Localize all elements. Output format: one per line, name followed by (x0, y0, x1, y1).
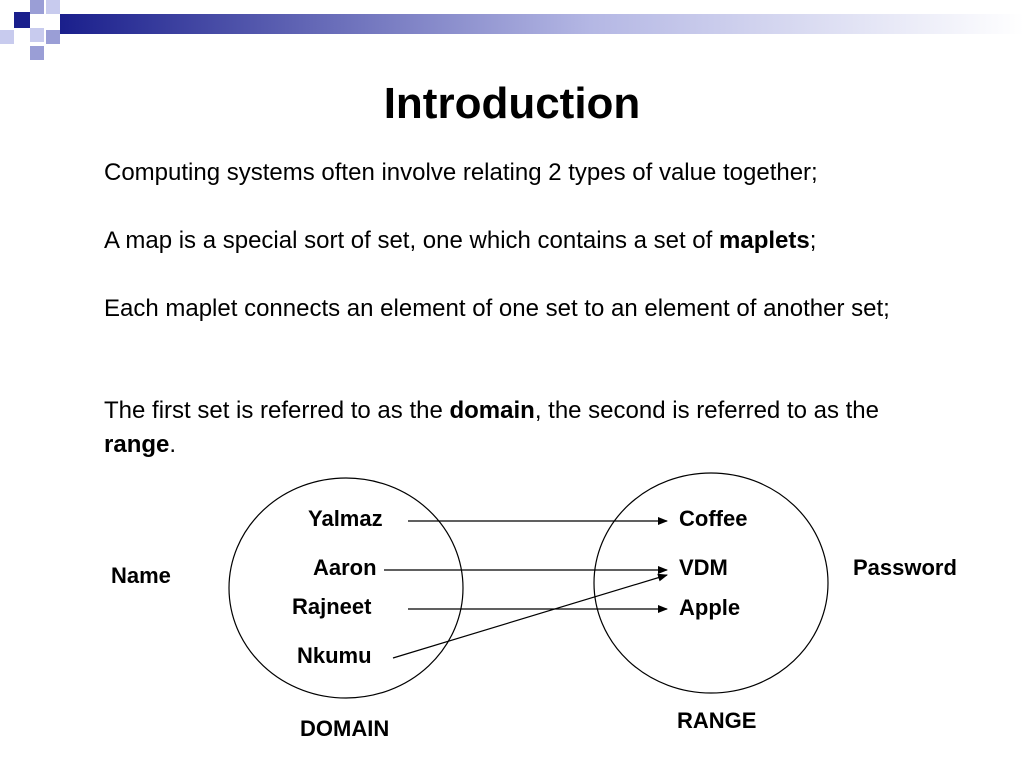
deco-square (46, 30, 60, 44)
domain-item-rajneet: Rajneet (292, 594, 372, 619)
paragraph-4-middle: , the second is referred to as the (534, 397, 880, 424)
domain-label: DOMAIN (300, 716, 389, 741)
paragraph-2-text: A map is a special sort of set, one whic… (104, 227, 719, 254)
corner-decoration (0, 0, 1024, 60)
range-set-circle (593, 472, 829, 694)
range-item-apple: Apple (679, 595, 740, 620)
deco-square (30, 46, 44, 60)
maplets-term: maplets (719, 227, 810, 254)
paragraph-2-end: ; (809, 227, 817, 254)
paragraph-4: The first set is referred to as the doma… (104, 394, 954, 462)
range-item-coffee: Coffee (679, 506, 747, 531)
domain-term: domain (449, 397, 535, 424)
range-item-vdm: VDM (679, 555, 728, 580)
deco-square (46, 0, 60, 14)
paragraph-4-text: The first set is referred to as the (104, 397, 450, 424)
paragraph-1: Computing systems often involve relating… (104, 159, 818, 186)
domain-item-nkumu: Nkumu (297, 643, 372, 668)
paragraph-3: Each maplet connects an element of one s… (104, 295, 890, 322)
slide-title: Introduction (383, 79, 641, 128)
maplet-arrow-nkumu-vdm (392, 573, 668, 659)
paragraph-4-end: . (169, 431, 177, 458)
deco-square (0, 30, 14, 44)
paragraph-2: A map is a special sort of set, one whic… (104, 224, 984, 258)
header-gradient-bar (60, 14, 1024, 34)
domain-item-aaron: Aaron (313, 555, 377, 580)
domain-side-label: Name (111, 563, 171, 588)
range-term: range (104, 431, 170, 458)
deco-square (14, 12, 30, 28)
deco-square (30, 28, 44, 42)
domain-set-circle (228, 477, 464, 699)
range-label: RANGE (677, 708, 756, 733)
range-side-label: Password (853, 555, 957, 580)
deco-square (30, 0, 44, 14)
deco-square (46, 14, 60, 28)
domain-item-yalmaz: Yalmaz (308, 506, 383, 531)
